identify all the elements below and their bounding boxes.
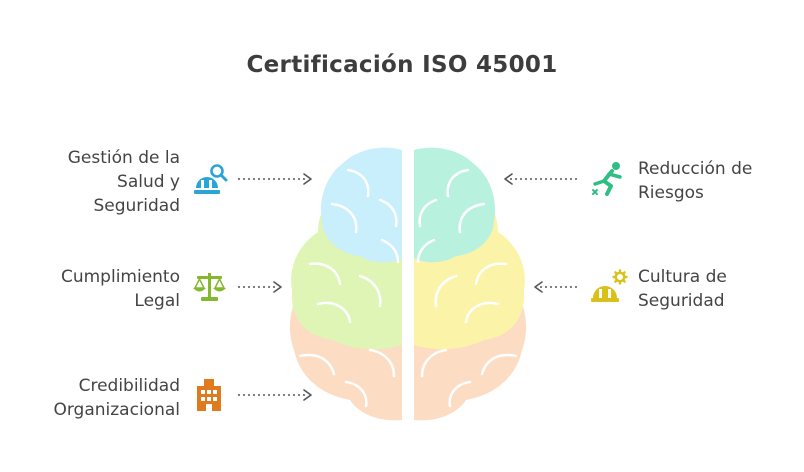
- label-line: Legal: [134, 291, 180, 311]
- label-cumplimiento: Cumplimiento Legal: [10, 265, 180, 313]
- connector-arrow-gestion: [238, 173, 312, 185]
- brain-right-top-lobe: [414, 147, 496, 263]
- label-line: Cultura de: [638, 267, 727, 287]
- label-line: Salud y: [117, 172, 180, 192]
- diagram-title: Certificación ISO 45001: [246, 52, 558, 78]
- label-cultura: Cultura de Seguridad: [638, 265, 804, 313]
- label-reduccion: Reducción de Riesgos: [638, 157, 804, 205]
- label-line: Riesgos: [638, 183, 704, 203]
- label-gestion: Gestión de la Salud y Seguridad: [10, 146, 180, 218]
- connector-arrow-cultura: [534, 281, 580, 293]
- label-line: Cumplimiento: [60, 267, 180, 287]
- label-line: Reducción de: [638, 159, 753, 179]
- brain-illustration: [289, 147, 527, 421]
- label-line: Seguridad: [638, 291, 725, 311]
- falling-person-icon: [592, 162, 622, 196]
- label-line: Gestión de la: [67, 148, 180, 168]
- connector-arrow-reduccion: [504, 173, 580, 185]
- connector-arrow-credibilidad: [238, 389, 312, 401]
- label-line: Credibilidad: [78, 376, 180, 396]
- health-safety-search-icon: [194, 164, 228, 194]
- hardhat-gear-icon: [591, 269, 628, 302]
- label-line: Organizacional: [53, 400, 180, 420]
- building-icon: [197, 379, 221, 411]
- brain-left-top-lobe: [320, 147, 402, 263]
- scales-icon: [193, 273, 226, 301]
- label-credibilidad: Credibilidad Organizacional: [10, 374, 180, 422]
- connector-arrow-cumplimiento: [238, 281, 282, 293]
- label-line: Seguridad: [93, 196, 180, 216]
